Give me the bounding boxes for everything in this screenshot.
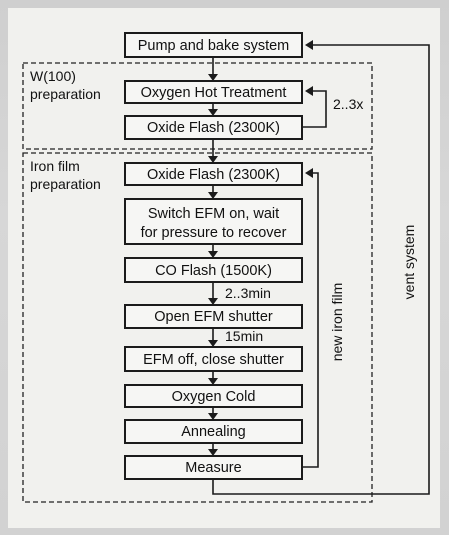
w100-label-line1: W(100) [30,68,76,84]
step-switch-efm-line2: for pressure to recover [141,225,287,241]
repeat-label: 2..3x [333,96,363,112]
step-open-shutter-label: Open EFM shutter [154,309,273,325]
step-oxygen-hot-treatment: Oxygen Hot Treatment [124,80,303,104]
step-pump-bake-label: Pump and bake system [138,38,290,54]
step-co-flash: CO Flash (1500K) [124,257,303,283]
w100-label-line2: preparation [30,86,101,102]
flow-arrows [208,57,218,456]
iron-film-region [22,152,373,503]
step-measure: Measure [124,455,303,480]
step-oxide-flash-1: Oxide Flash (2300K) [124,115,303,140]
step-switch-efm-line1: Switch EFM on, wait [148,206,279,222]
step-oxide-flash-2-label: Oxide Flash (2300K) [147,167,280,183]
repeat-loop-arrow [302,86,327,128]
new-iron-film-loop-arrow [302,168,319,468]
step-oxide-flash-1-label: Oxide Flash (2300K) [147,120,280,136]
step-oxygen-cold-label: Oxygen Cold [172,389,256,405]
vent-system-loop-arrow [212,40,430,495]
iron-label-line1: Iron film [30,158,80,174]
step-pump-bake: Pump and bake system [124,32,303,58]
wait-15min-label: 15min [225,328,263,344]
step-efm-off: EFM off, close shutter [124,346,303,372]
step-efm-off-label: EFM off, close shutter [143,352,284,368]
step-oxygen-hot-label: Oxygen Hot Treatment [141,85,287,101]
step-open-shutter: Open EFM shutter [124,304,303,329]
step-switch-efm: Switch EFM on, wait for pressure to reco… [124,198,303,245]
step-annealing-label: Annealing [181,424,246,440]
wait-2-3min-label: 2..3min [225,285,271,301]
step-measure-label: Measure [185,460,241,476]
step-annealing: Annealing [124,419,303,444]
iron-label-line2: preparation [30,176,101,192]
new-iron-film-label: new iron film [329,283,345,362]
step-co-flash-label: CO Flash (1500K) [155,263,272,279]
step-oxide-flash-2: Oxide Flash (2300K) [124,162,303,186]
step-oxygen-cold: Oxygen Cold [124,384,303,408]
w100-region [22,62,373,150]
vent-system-label: vent system [401,225,417,300]
